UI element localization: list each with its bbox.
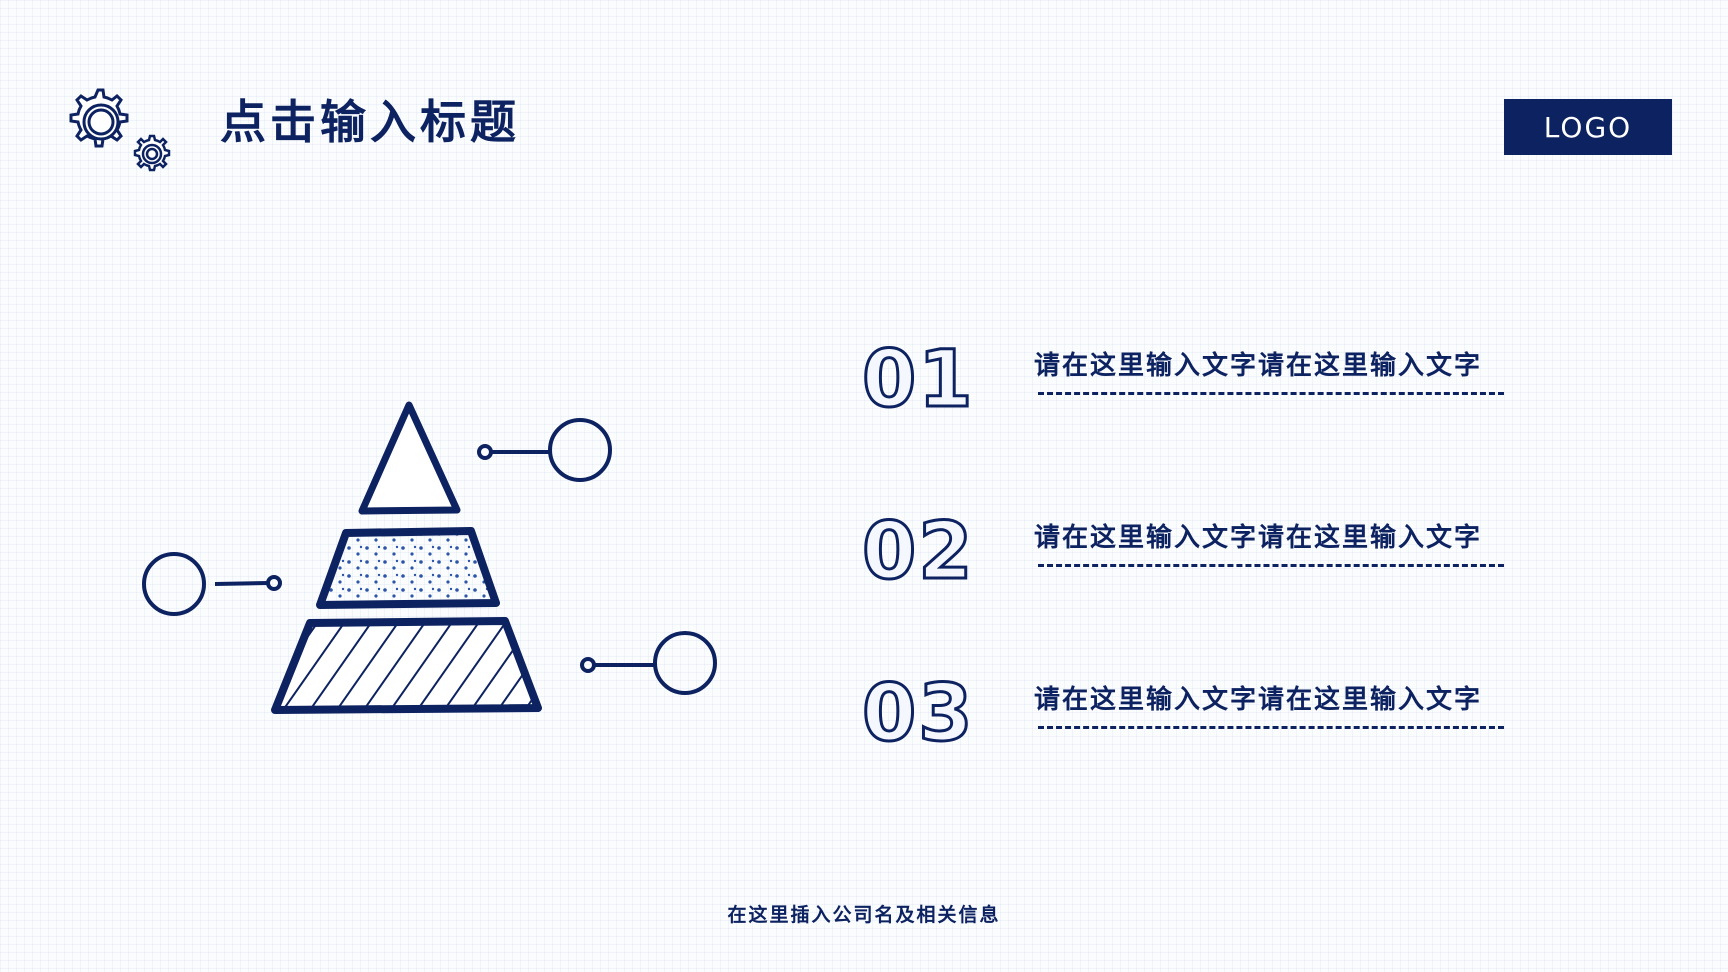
pyramid-bottom-section [271,617,542,714]
pyramid-icon [142,401,717,714]
dashed-divider [1038,392,1504,395]
footer-text[interactable]: 在这里插入公司名及相关信息 [727,904,1001,926]
gears-icon [69,88,171,172]
item-text[interactable]: 请在这里输入文字请在这里输入文字 [1034,351,1483,381]
list-item: 03 请在这里输入文字请在这里输入文字 [861,669,1504,764]
item-number: 03 [861,669,975,759]
connector-top [477,418,612,482]
pyramid-middle-section [316,527,500,609]
item-number: 02 [861,507,975,597]
item-number: 01 [861,335,975,425]
dashed-divider [1038,726,1504,729]
connector-left [142,552,282,616]
list-item: 01 请在这里输入文字请在这里输入文字 [861,335,1504,430]
item-text[interactable]: 请在这里输入文字请在这里输入文字 [1034,523,1483,553]
logo: LOGO [1504,99,1672,155]
page-title[interactable]: 点击输入标题 [220,95,520,149]
item-text[interactable]: 请在这里输入文字请在这里输入文字 [1034,685,1483,715]
dashed-divider [1038,564,1504,567]
list-item: 02 请在这里输入文字请在这里输入文字 [861,507,1504,602]
connector-right [580,631,717,695]
logo-text: LOGO [1543,110,1633,144]
pyramid-top-triangle [358,401,461,515]
